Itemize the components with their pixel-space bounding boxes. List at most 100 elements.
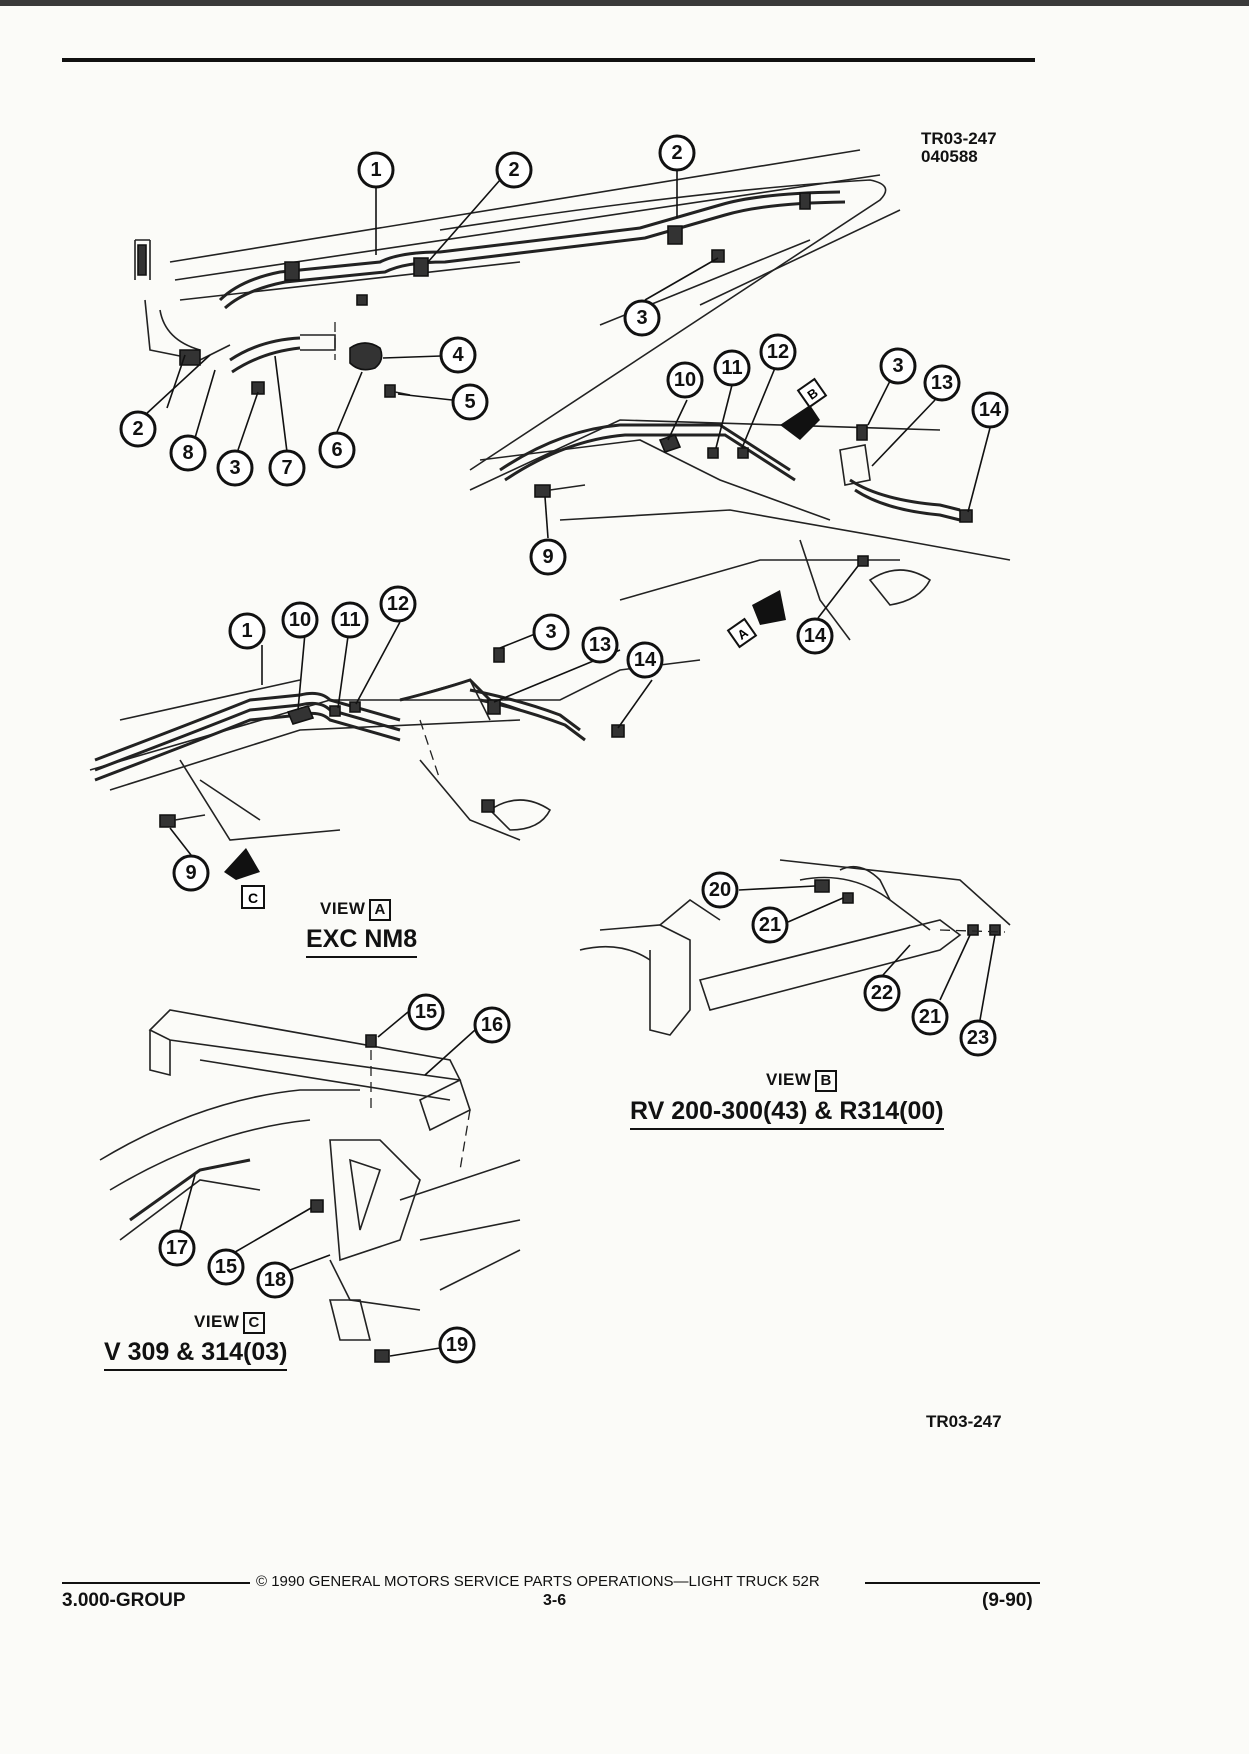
- svg-text:15: 15: [215, 1256, 237, 1278]
- callout-14: 14: [796, 617, 834, 655]
- callout-14: 14: [626, 641, 664, 679]
- page-number: 3-6: [543, 1592, 567, 1609]
- callout-13: 13: [923, 364, 961, 402]
- view-marker-c: C: [241, 885, 265, 909]
- svg-text:1: 1: [241, 620, 252, 642]
- svg-text:18: 18: [264, 1269, 286, 1291]
- callout-10: 10: [281, 601, 319, 639]
- svg-text:2: 2: [508, 159, 519, 181]
- svg-text:3: 3: [545, 621, 556, 643]
- view-a-title: EXC NM8: [306, 925, 418, 958]
- callout-16: 16: [473, 1006, 511, 1044]
- callout-7: 7: [268, 449, 306, 487]
- svg-text:11: 11: [339, 609, 360, 631]
- view-a-word: VIEW: [320, 899, 366, 918]
- callout-5: 5: [451, 383, 489, 421]
- callouts: 1 2 2 3 4 5 2 8 3 7 6 10 11 12 3 13 14 9…: [119, 134, 1009, 1364]
- view-c-title: V 309 & 314(03): [104, 1338, 288, 1371]
- svg-text:5: 5: [464, 391, 475, 413]
- view-marker-b: B: [796, 377, 828, 409]
- figure-ref-bottom: TR03-247: [926, 1412, 1002, 1431]
- svg-text:12: 12: [387, 593, 409, 615]
- svg-text:10: 10: [289, 609, 311, 631]
- callout-19: 19: [438, 1326, 476, 1364]
- scan-edge: [0, 0, 1249, 6]
- figure-ref-code: TR03-247: [921, 129, 997, 148]
- svg-text:6: 6: [331, 439, 342, 461]
- callout-3: 3: [623, 299, 661, 337]
- svg-text:8: 8: [182, 442, 193, 464]
- callout-13: 13: [581, 626, 619, 664]
- svg-text:7: 7: [281, 457, 292, 479]
- svg-text:14: 14: [634, 649, 657, 671]
- view-marker-a: A: [726, 617, 758, 649]
- callout-21: 21: [911, 998, 949, 1036]
- callout-8: 8: [169, 434, 207, 472]
- callout-1: 1: [228, 612, 266, 650]
- view-a-arrow: [752, 590, 786, 625]
- view-b-arrow: [780, 405, 820, 440]
- callout-23: 23: [959, 1019, 997, 1057]
- callout-20: 20: [701, 871, 739, 909]
- svg-text:9: 9: [542, 546, 553, 568]
- callout-9: 9: [529, 538, 567, 576]
- callout-11: 11: [713, 349, 751, 387]
- figure-ref-top: TR03-247 040588: [921, 130, 997, 166]
- svg-text:12: 12: [767, 341, 789, 363]
- callout-3: 3: [216, 449, 254, 487]
- callout-15: 15: [407, 993, 445, 1031]
- svg-text:9: 9: [185, 862, 196, 884]
- copyright-line: © 1990 GENERAL MOTORS SERVICE PARTS OPER…: [256, 1573, 820, 1590]
- svg-text:17: 17: [166, 1237, 188, 1259]
- view-marker-c-label: C: [248, 890, 258, 906]
- svg-text:16: 16: [481, 1014, 503, 1036]
- callout-3: 3: [879, 347, 917, 385]
- svg-text:13: 13: [931, 372, 953, 394]
- svg-text:11: 11: [721, 357, 742, 379]
- callout-17: 17: [158, 1229, 196, 1267]
- svg-text:21: 21: [919, 1006, 941, 1028]
- svg-text:14: 14: [979, 399, 1002, 421]
- callout-4: 4: [439, 336, 477, 374]
- svg-text:13: 13: [589, 634, 611, 656]
- svg-text:22: 22: [871, 982, 893, 1004]
- group-label: 3.000-GROUP: [62, 1590, 186, 1611]
- callout-2: 2: [658, 134, 696, 172]
- view-c-word: VIEW: [194, 1312, 240, 1331]
- view-a-box: A: [369, 899, 391, 921]
- view-b-title: RV 200-300(43) & R314(00): [630, 1097, 944, 1130]
- svg-text:4: 4: [452, 344, 464, 366]
- callout-15: 15: [207, 1248, 245, 1286]
- view-c-box: C: [243, 1312, 265, 1334]
- callout-2: 2: [495, 151, 533, 189]
- view-c-arrow: [224, 848, 260, 880]
- callout-12: 12: [379, 585, 417, 623]
- callout-11: 11: [331, 601, 369, 639]
- callout-2: 2: [119, 410, 157, 448]
- callout-18: 18: [256, 1261, 294, 1299]
- callout-1: 1: [357, 151, 395, 189]
- svg-text:20: 20: [709, 879, 731, 901]
- callout-21: 21: [751, 906, 789, 944]
- callout-3: 3: [532, 613, 570, 651]
- view-b-box: B: [815, 1070, 837, 1092]
- date-code: (9-90): [982, 1590, 1033, 1611]
- figure-ref-date: 040588: [921, 147, 978, 166]
- svg-text:19: 19: [446, 1334, 468, 1356]
- svg-text:2: 2: [132, 418, 143, 440]
- callout-22: 22: [863, 974, 901, 1012]
- view-arrows: [224, 405, 820, 880]
- callout-6: 6: [318, 431, 356, 469]
- svg-text:15: 15: [415, 1001, 437, 1023]
- callout-12: 12: [759, 333, 797, 371]
- svg-text:23: 23: [967, 1027, 989, 1049]
- view-b-word: VIEW: [766, 1070, 812, 1089]
- callout-10: 10: [666, 361, 704, 399]
- callout-14: 14: [971, 391, 1009, 429]
- svg-text:3: 3: [636, 307, 647, 329]
- main-assembly-drawing: [89, 149, 1011, 1363]
